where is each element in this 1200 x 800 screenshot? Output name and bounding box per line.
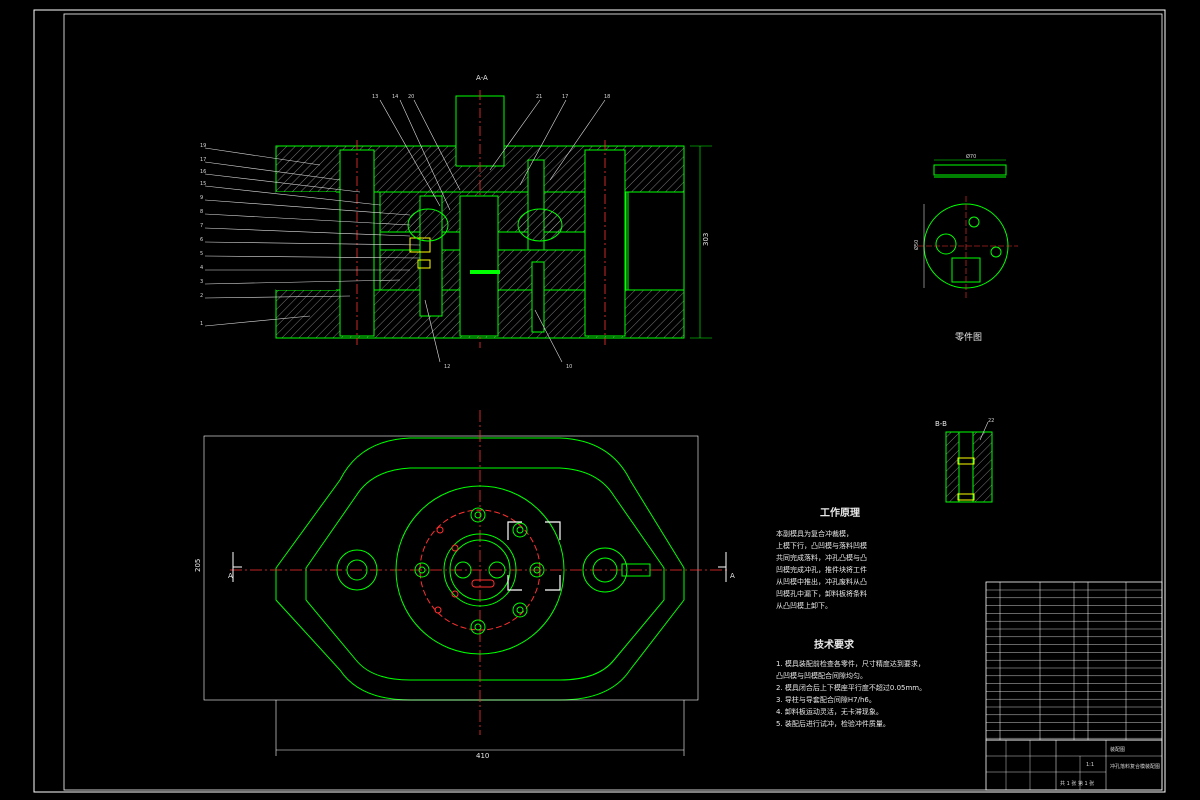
- work-text-line: 凹模孔中漏下，卸料板将条料: [776, 589, 867, 598]
- tech-item: 4. 卸料板运动灵活，无卡滞现象。: [776, 707, 883, 716]
- punch: [459, 195, 499, 337]
- callout-top-20: 20: [408, 94, 414, 100]
- bom-table: [985, 581, 1163, 741]
- work-text-line: 共同完成落料，冲孔凸模与凸: [776, 553, 867, 562]
- inner-frame: [63, 13, 1163, 791]
- callout-left-1: 1: [200, 321, 203, 327]
- callout-left-5: 5: [200, 251, 203, 257]
- callout-top-18: 18: [604, 94, 610, 100]
- callout-left-2: 2: [200, 293, 203, 299]
- callout-bottom-12: 12: [444, 364, 450, 370]
- callout-left-19: 19: [200, 143, 206, 149]
- callout-top-13: 13: [372, 94, 378, 100]
- section-title-bb: B-B: [935, 420, 947, 428]
- drawing-title: 冲孔落料复合模装配图: [1110, 763, 1160, 770]
- callout-left-8: 8: [200, 209, 203, 215]
- dim-overall-height: 303: [702, 233, 710, 246]
- dim-part-width: Ø70: [966, 153, 976, 160]
- callout-left-3: 3: [200, 279, 203, 285]
- callout-top-17: 17: [562, 94, 568, 100]
- rubber-block: [517, 208, 563, 242]
- part-drawing-caption: 零件图: [955, 331, 982, 343]
- tech-item: 凸凹模与凹模配合间隙均匀。: [776, 671, 867, 680]
- title-block: 冲孔落料复合模装配图 1:1 共 1 张 第 1 张 装配图: [985, 739, 1163, 791]
- dim-part-height: Ø50: [913, 240, 920, 250]
- dim-overall-width: 410: [476, 752, 489, 760]
- section-mark-left: A: [228, 572, 233, 580]
- section-bb-callout: 22: [988, 418, 994, 424]
- plan-view: 410 205: [194, 410, 735, 760]
- dim-side-height: 205: [194, 559, 202, 572]
- callout-bottom-10: 10: [566, 364, 572, 370]
- callout-left-6: 6: [200, 237, 203, 243]
- callout-left-17: 17: [200, 157, 206, 163]
- tech-item: 2. 模具闭合后上下模座平行度不超过0.05mm。: [776, 683, 926, 692]
- callout-left-7: 7: [200, 223, 203, 229]
- callout-left-9: 9: [200, 195, 203, 201]
- callout-top-21: 21: [536, 94, 542, 100]
- drawing-sheet: 共 1 张 第 1 张: [1060, 780, 1094, 787]
- callout-top-14: 14: [392, 94, 398, 100]
- section-mark-right: A: [730, 572, 735, 580]
- callout-left-15: 15: [200, 181, 206, 187]
- drawing-mark: 装配图: [1110, 746, 1125, 753]
- section-view-aa: A-A 303: [200, 74, 712, 370]
- section-view-bb: B-B 22: [935, 418, 994, 503]
- work-principle-title: 工作原理: [820, 506, 860, 519]
- callout-left-16: 16: [200, 169, 206, 175]
- lower-die-plate-outline: [275, 437, 685, 701]
- tech-item: 1. 模具装配前检查各零件，尺寸精度达到要求，: [776, 659, 925, 668]
- outer-frame: [33, 9, 1166, 793]
- work-text-line: 从凸凹模上卸下。: [776, 601, 832, 610]
- tech-item: 5. 装配后进行试冲，检验冲件质量。: [776, 719, 890, 728]
- technical-requirements: 技术要求 1. 模具装配前检查各零件，尺寸精度达到要求， 凸凹模与凹模配合间隙均…: [776, 638, 926, 728]
- callout-left-4: 4: [200, 265, 203, 271]
- work-text-line: 本副模具为复合冲裁模，: [776, 529, 853, 538]
- section-title-aa: A-A: [476, 74, 488, 82]
- work-text-line: 上模下行，凸凹模与落料凹模: [776, 541, 867, 550]
- part-drawing: Ø70 Ø50 零件图: [913, 153, 1018, 343]
- work-text-line: 凹模完成冲孔，推件块将工件: [776, 565, 867, 574]
- work-text-line: 从凹模中推出，冲孔废料从凸: [776, 577, 867, 586]
- drawing-scale: 1:1: [1086, 762, 1094, 768]
- tech-item: 3. 导柱与导套配合间隙H7/h6。: [776, 695, 876, 704]
- tech-requirements-title: 技术要求: [814, 638, 855, 651]
- working-principle: 工作原理 本副模具为复合冲裁模， 上模下行，凸凹模与落料凹模共同完成落料，冲孔凸模…: [776, 506, 867, 610]
